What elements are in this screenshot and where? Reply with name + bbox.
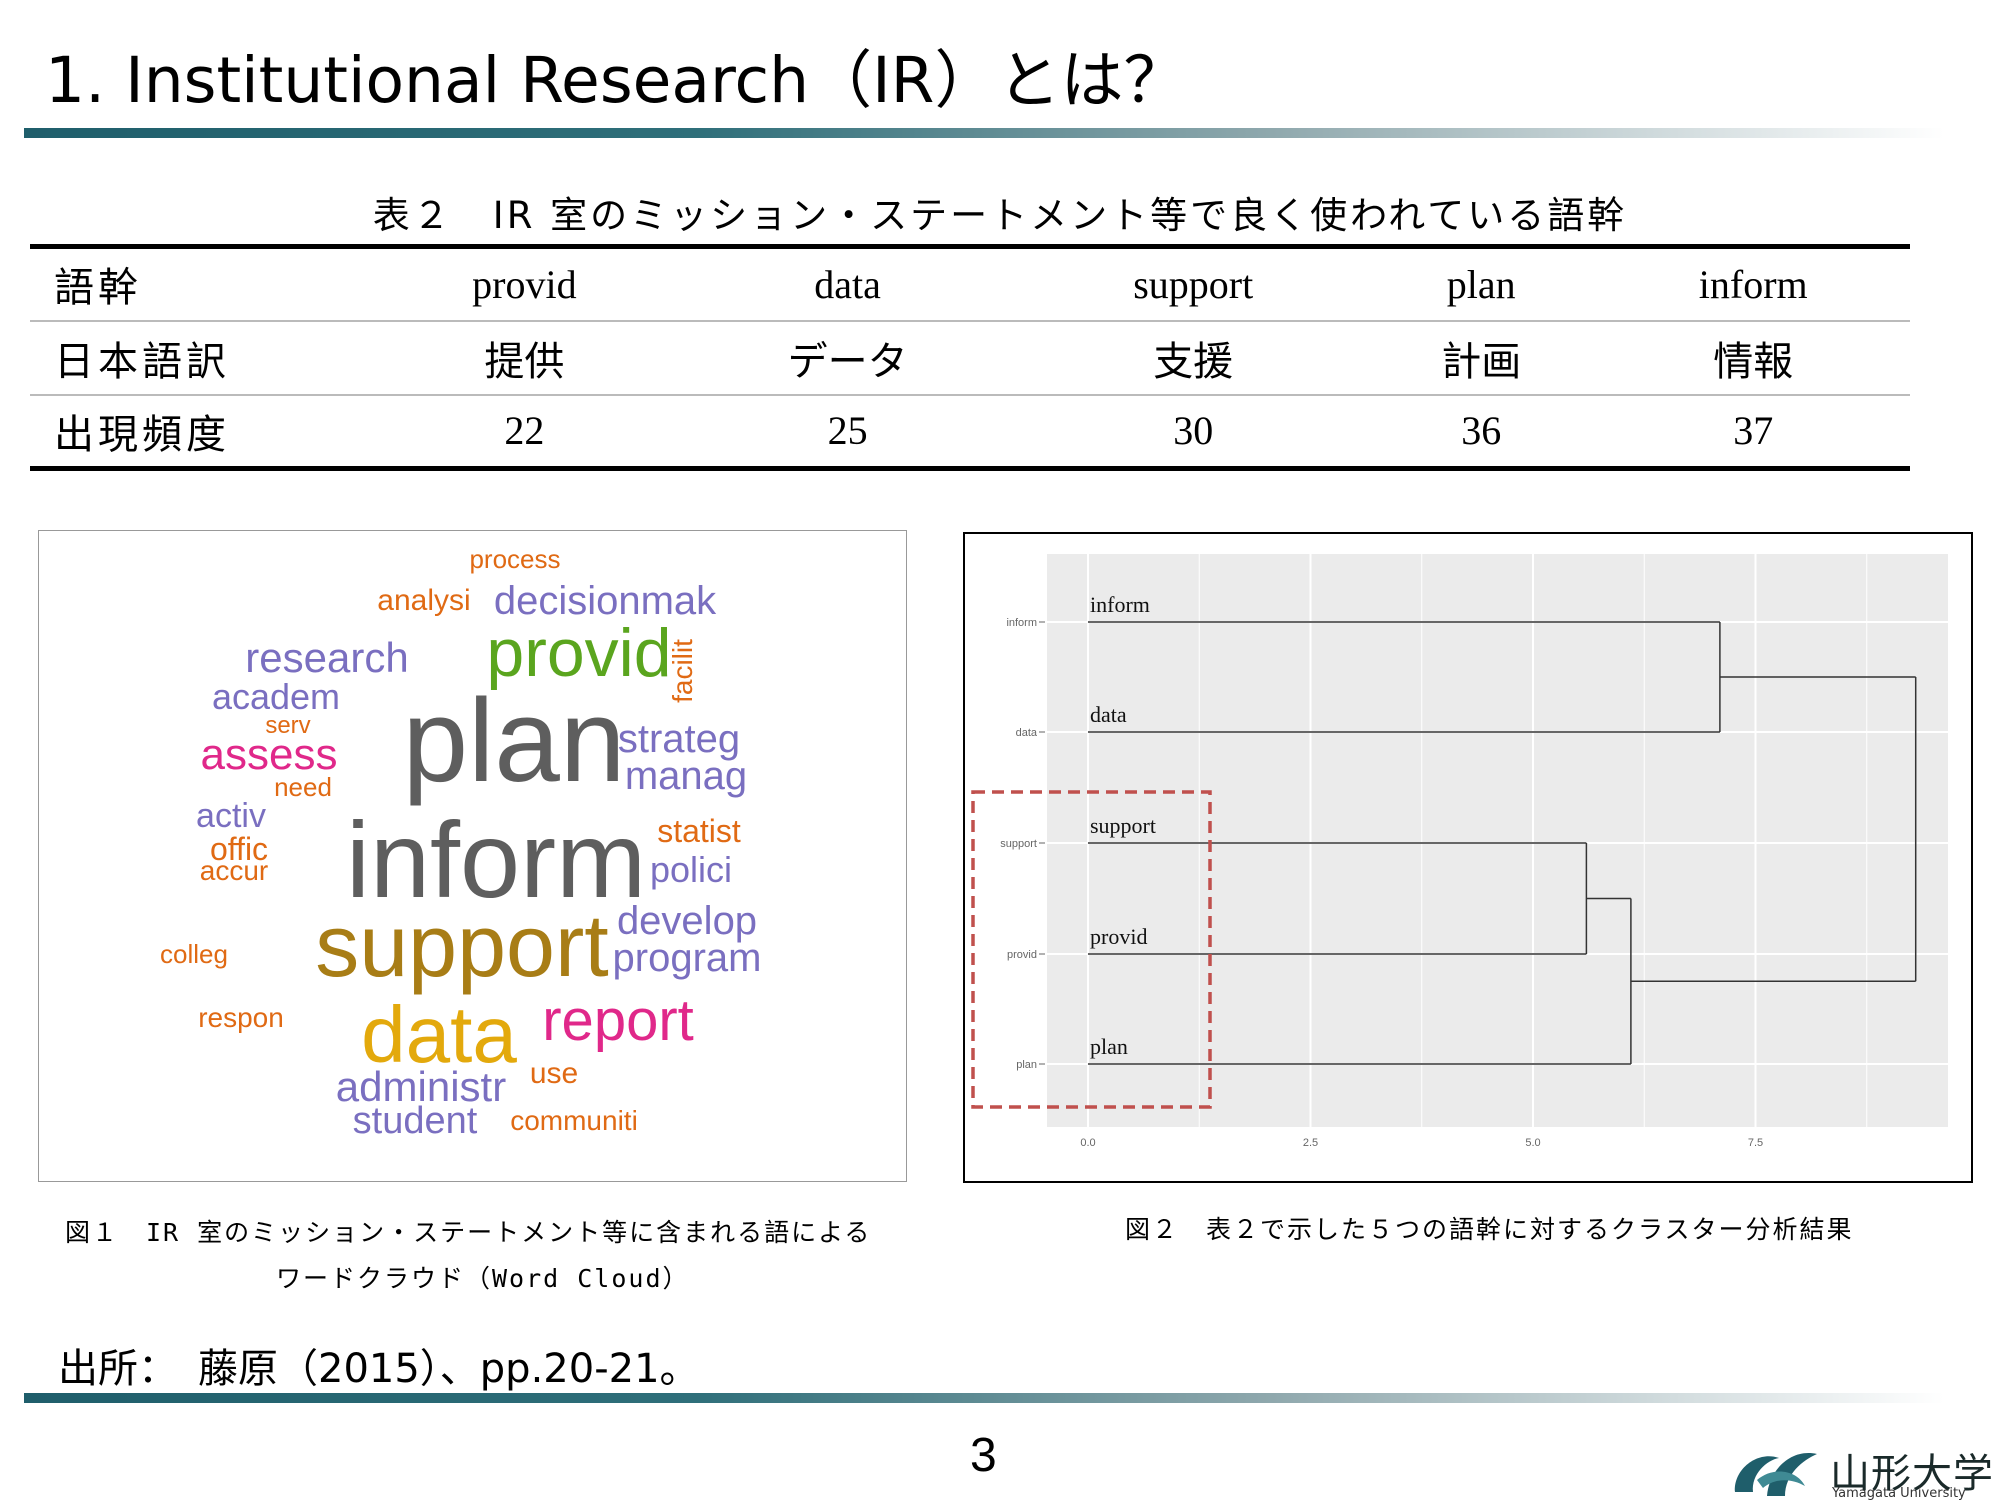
word-cloud-word: use [529, 1057, 579, 1090]
table-cell: 提供 [374, 319, 675, 395]
x-tick-label: 7.5 [1748, 1137, 1763, 1149]
table-caption: 表２ IR 室のミッション・ステートメント等で良く使われている語幹 [372, 194, 1628, 237]
word-cloud-word: support [315, 896, 609, 995]
y-tick-label: plan [1016, 1059, 1037, 1071]
word-cloud-word: offic [209, 831, 269, 867]
word-cloud-word: strateg [617, 717, 741, 761]
word-cloud-word: activ [196, 797, 266, 835]
table-cell: provid [374, 244, 675, 321]
word-cloud-word: accur [199, 855, 269, 886]
x-tick-label: 5.0 [1525, 1137, 1540, 1149]
university-name: 山形大学 [1830, 1451, 1994, 1497]
y-tick-label: provid [1007, 949, 1037, 961]
table-cell: support [1020, 244, 1366, 321]
leaf-label: provid [1090, 924, 1147, 949]
row-label: 日本語訳 [30, 319, 374, 395]
leaf-label: plan [1090, 1034, 1128, 1059]
table-cell: 22 [374, 393, 675, 471]
table-row: 語幹 provid data support plan inform [30, 244, 1910, 321]
word-cloud-word: analysi [377, 584, 471, 617]
title-divider [24, 128, 1944, 138]
table-cell: 37 [1596, 393, 1910, 471]
word-cloud-word: research [245, 634, 409, 681]
word-cloud-word: decisionmak [493, 579, 717, 623]
y-tick-label: data [1016, 727, 1038, 739]
word-cloud-word: report [542, 988, 694, 1053]
word-cloud-word: provid [486, 615, 672, 691]
word-cloud-word: facilit [667, 639, 698, 703]
table-cell: 支援 [1020, 319, 1366, 395]
footer-divider [24, 1393, 1944, 1403]
dendrogram-svg: 0.0 2.5 5.0 7.5 inform inform data data support s… [971, 554, 1948, 1149]
word-cloud-word: need [274, 772, 332, 802]
word-cloud-word: administr [335, 1063, 507, 1110]
word-cloud-word: assess [200, 730, 338, 779]
university-logo-icon [1734, 1453, 1817, 1496]
y-tick-label: inform [1006, 617, 1037, 629]
x-tick-label: 0.0 [1080, 1137, 1095, 1149]
table-cell: data [674, 244, 1021, 321]
table-cell: 25 [674, 393, 1021, 471]
word-cloud-word: colleg [160, 939, 228, 969]
table-cell: 30 [1020, 393, 1366, 471]
cluster-highlight-box [971, 790, 1212, 1109]
word-cloud-word: plan [402, 675, 626, 807]
table-cell: 36 [1366, 393, 1597, 471]
word-cloud-word: polici [649, 849, 733, 890]
word-cloud-word: serv [265, 712, 311, 739]
table-cell: inform [1596, 244, 1910, 321]
figure1-caption-continued: ワードクラウド（Word Cloud） [276, 1264, 690, 1293]
word-cloud-word: academ [211, 676, 341, 717]
word-cloud-word: statist [657, 813, 741, 849]
word-cloud-word: manag [624, 754, 748, 798]
table-cell: plan [1366, 244, 1597, 321]
table-row: 出現頻度 22 25 30 36 37 [30, 393, 1910, 471]
row-label: 出現頻度 [30, 393, 374, 471]
y-tick-label: support [1000, 838, 1037, 850]
cluster-dendrogram-figure: 0.0 2.5 5.0 7.5 inform inform data data support s… [963, 532, 1973, 1183]
leaf-label: data [1090, 702, 1127, 727]
page-number: 3 [970, 1429, 997, 1482]
figure2-caption: 図２ 表２で示した５つの語幹に対するクラスター分析結果 [1125, 1215, 1854, 1244]
word-cloud-word: program [612, 936, 762, 980]
x-tick-label: 2.5 [1303, 1137, 1318, 1149]
word-cloud-word: respon [198, 1002, 284, 1033]
table-row: 日本語訳 提供 データ 支援 計画 情報 [30, 319, 1910, 395]
word-cloud-word: develop [616, 899, 758, 943]
slide-title: 1. Institutional Research（IR）とは？ [45, 44, 1187, 117]
row-label: 語幹 [30, 244, 374, 321]
table-cell: データ [674, 319, 1021, 395]
leaf-label: support [1090, 813, 1156, 838]
word-cloud-word: data [361, 990, 517, 1079]
figure1-caption: 図１ IR 室のミッション・ステートメント等に含まれる語による [65, 1218, 872, 1247]
source-citation: 出所： 藤原（2015）、pp.20-21。 [58, 1346, 700, 1392]
word-cloud-word: process [469, 544, 561, 574]
table-cell: 計画 [1366, 319, 1597, 395]
table-cell: 情報 [1596, 319, 1910, 395]
word-stem-table: 語幹 provid data support plan inform 日本語訳 … [30, 244, 1910, 471]
word-cloud-word: communiti [510, 1105, 638, 1136]
leaf-label: inform [1090, 592, 1150, 617]
university-name-english: Yamagata University [1832, 1486, 1966, 1501]
word-cloud-word: student [352, 1100, 478, 1142]
word-cloud-word: inform [345, 799, 647, 920]
plot-background [1047, 554, 1948, 1127]
